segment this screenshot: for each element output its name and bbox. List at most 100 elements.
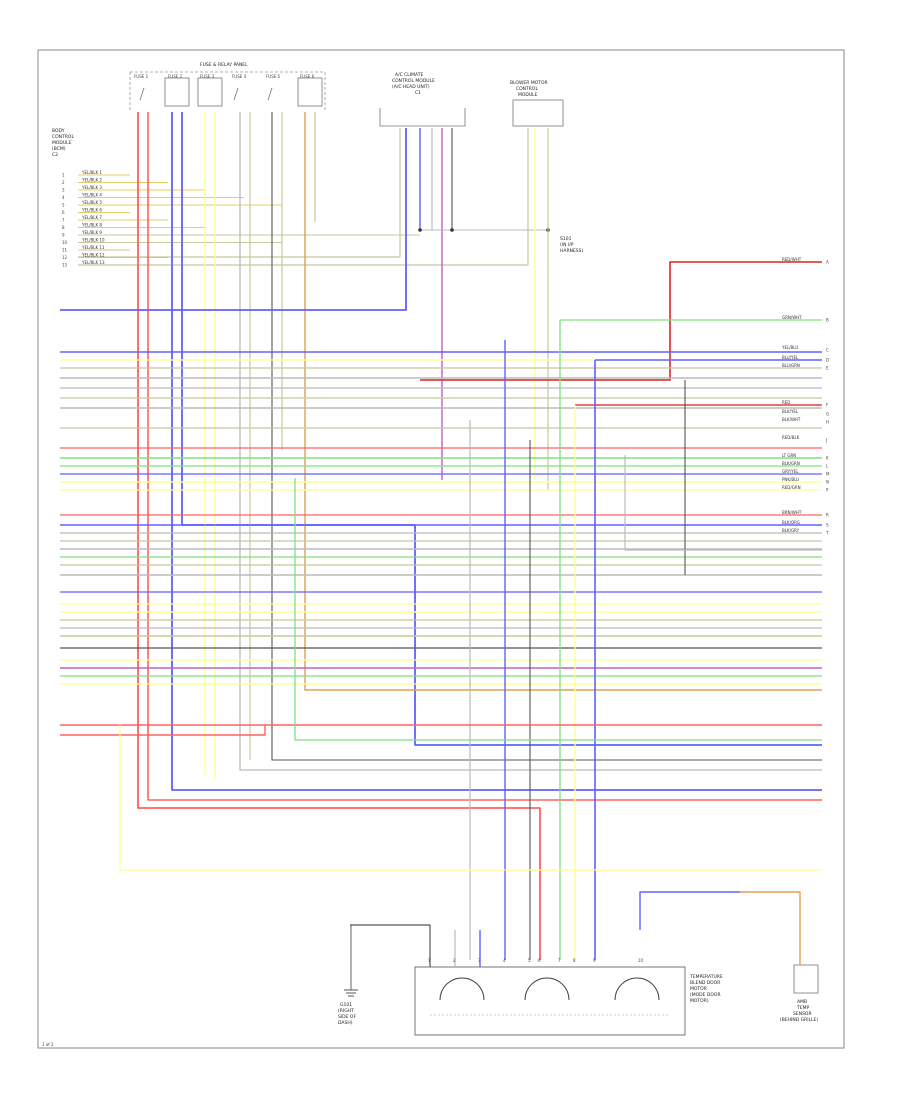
wire-label: YEL/BLK 12 <box>81 253 105 258</box>
wire-pin: 9 <box>593 958 596 963</box>
wire-label: BLK/WHT <box>782 417 801 422</box>
wire <box>119 725 822 871</box>
wire-label: BLK/YEL <box>782 409 799 414</box>
wire-layer <box>60 112 822 967</box>
wire <box>60 725 266 736</box>
motor-icon <box>439 977 485 1001</box>
wire-label: YEL/BLK 9 <box>81 230 102 235</box>
bcm-label: CONTROL <box>52 134 74 140</box>
wire <box>171 112 822 791</box>
splice-dot <box>418 228 422 232</box>
wire-label: GRY/YEL <box>782 469 799 474</box>
splice-label: (IN I/P <box>560 242 574 248</box>
wire-label: RED <box>782 400 790 405</box>
wire-pin: 3 <box>62 188 65 193</box>
bcm-label: BODY <box>52 128 65 134</box>
wire-pin: 10 <box>62 240 68 245</box>
connector-label: C1 <box>415 90 421 96</box>
wire <box>350 924 431 967</box>
wire <box>78 128 401 258</box>
wire-pin: F <box>826 403 829 408</box>
wire-pin: 1 <box>62 173 65 178</box>
splice-s101: S101 (IN I/P HARNESS) <box>560 236 584 254</box>
wire-pin: K <box>826 456 829 461</box>
wire-pin: 2 <box>453 958 456 963</box>
wire <box>304 112 822 691</box>
wire <box>147 112 822 801</box>
bcm-label: MODULE <box>52 140 72 146</box>
fuse-icon <box>164 77 190 107</box>
wire <box>624 455 822 551</box>
wire-pin: 4 <box>62 195 65 200</box>
wire <box>78 128 529 266</box>
bcm-connector: BODY CONTROL MODULE (BCM) C2 <box>52 128 74 158</box>
fuse-label: FUSE 5 <box>266 74 281 79</box>
ground-label: (RIGHT <box>338 1008 354 1014</box>
motor-label: (MODE DOOR <box>690 992 721 998</box>
ground-label: DASH) <box>338 1020 353 1026</box>
wire-label: RED/GRN <box>782 485 801 490</box>
bcm-label: (BCM) <box>52 146 66 152</box>
wire <box>137 112 541 960</box>
wire-pin: R <box>826 513 829 518</box>
ground-label: G101 <box>340 1002 352 1008</box>
wire-pin: 9 <box>62 233 65 238</box>
wire-label: YEL/BLK 3 <box>81 185 102 190</box>
ground-icon <box>344 989 358 997</box>
wire-pin: D <box>826 358 829 363</box>
fuse-label: FUSE 1 <box>134 74 149 79</box>
fuse-block-label: FUSE & RELAY PANEL <box>200 62 248 68</box>
wire-label: YEL/BLK 8 <box>81 223 102 228</box>
connector-label: CONTROL MODULE <box>392 78 435 84</box>
wire-label: YEL/BLK 1 <box>81 170 102 175</box>
motor-icon <box>614 977 660 1001</box>
wire-pin: J <box>825 438 827 443</box>
wire-label: YEL/BLK 6 <box>81 208 102 213</box>
wire-pin: H <box>826 420 829 425</box>
wire <box>239 112 822 771</box>
wire-pin: 7 <box>558 958 561 963</box>
wire-label: RED/WHT <box>782 257 802 262</box>
fuse-label: FUSE 4 <box>232 74 247 79</box>
climate-control-connector: A/C CLIMATE CONTROL MODULE (A/C HEAD UNI… <box>379 72 466 127</box>
sensor-label: TEMP <box>796 1005 809 1011</box>
wire-pin: S <box>826 523 829 528</box>
wire <box>420 261 822 381</box>
wire-label: BLU/YEL <box>782 355 799 360</box>
connector-label: (A/C HEAD UNIT) <box>392 84 430 90</box>
sensor-label: SENSOR <box>793 1011 812 1017</box>
wire <box>639 891 740 930</box>
wire-pin: C <box>826 348 829 353</box>
motor-label: TEMPERATURE <box>689 974 723 980</box>
wire-pin: 4 <box>503 958 506 963</box>
motor-label: MOTOR <box>690 986 707 992</box>
switch-icon <box>139 87 273 101</box>
ground-label: SIDE OF <box>338 1014 356 1020</box>
module-label: MODULE <box>518 92 538 98</box>
wire-pin: 5 <box>62 203 65 208</box>
wire-label: YEL/BLK 4 <box>81 193 102 198</box>
sensor-label: AMB <box>797 999 807 1005</box>
connector-label: A/C CLIMATE <box>395 72 424 78</box>
wire-pin: 8 <box>573 958 576 963</box>
wire-label: RED/BLK <box>782 435 800 440</box>
wire-label: BLU/GRN <box>782 363 800 368</box>
blower-control-module: BLOWER MOTOR CONTROL MODULE <box>510 80 564 127</box>
wire-pin: P <box>826 488 829 493</box>
page-label: 1 of 2 <box>42 1042 54 1047</box>
wire-pin: 10 <box>638 958 644 963</box>
wire-pin: G <box>826 412 829 417</box>
wire-pin: 8 <box>62 225 65 230</box>
fuse-block: FUSE & RELAY PANEL FUSE 1 FUSE 2 FUSE 3 … <box>129 62 326 112</box>
wire-pin: L <box>826 464 829 469</box>
wire-label: YEL/BLK 10 <box>81 238 105 243</box>
module-label: CONTROL <box>516 86 538 92</box>
motor-icon <box>524 977 570 1001</box>
fuse-label: FUSE 3 <box>200 74 215 79</box>
wire <box>271 112 822 761</box>
motor-module: TEMPERATURE BLEND DOOR MOTOR (MODE DOOR … <box>414 966 723 1036</box>
bcm-label: C2 <box>52 152 58 158</box>
wire-pin: 1 <box>428 958 431 963</box>
wire-pin: 2 <box>62 180 65 185</box>
